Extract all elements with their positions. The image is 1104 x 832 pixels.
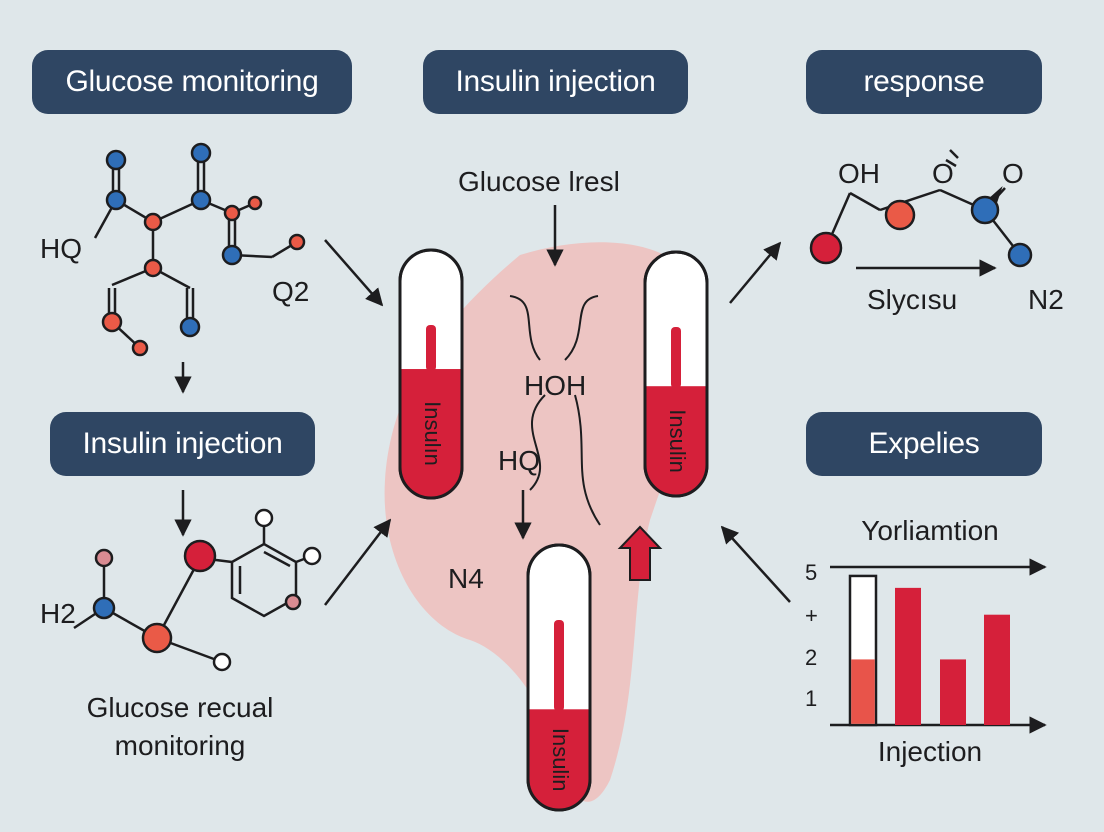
label-o-mid: O [932, 158, 954, 189]
vial-1: Insulın [398, 248, 464, 500]
chart-title: Yorliamtion [861, 515, 999, 546]
label-slycisu: Slycısu [867, 284, 958, 315]
center-connectors [509, 295, 601, 526]
vial-outline [643, 250, 709, 498]
molecule-bottom-left-atoms [92, 508, 322, 672]
red-up-arrow [617, 525, 663, 581]
vial-label: Insulin [665, 409, 690, 473]
vial-fill [528, 709, 590, 810]
chart-xlabel: Injection [877, 736, 983, 767]
chart-bar [895, 587, 921, 725]
label-glucose-level: Glucose lresl [458, 166, 620, 197]
label-n2: N2 [1028, 284, 1064, 315]
label-hoh: HOH [524, 370, 587, 401]
molecule-top-right-atoms [809, 195, 1033, 268]
chart-bar [984, 614, 1010, 725]
vial-outline [526, 543, 592, 812]
label-oh: OH [838, 158, 880, 189]
label-o-right: O [1002, 158, 1024, 189]
header-response: response [806, 50, 1042, 114]
label-hq-left: HQ [40, 233, 82, 264]
vial-needle [671, 327, 681, 389]
label-glucose-recual: Glucose recual [86, 692, 274, 723]
arrow-top-right-up [729, 241, 782, 304]
chart-bars [848, 574, 1010, 727]
arrows [174, 205, 997, 606]
label-q2: Q2 [272, 276, 310, 307]
background-blob [384, 242, 702, 802]
vial-2: Insulin [643, 250, 709, 498]
chart-ytick-5: 5 [805, 560, 818, 585]
vial-3: Insulin [526, 543, 592, 812]
arrow-chart-to-center [720, 525, 791, 603]
header-insulin-injection-left: Insulin injection [50, 412, 315, 476]
molecule-bottom-left [73, 518, 313, 664]
vial-outline [398, 248, 464, 500]
arrow-to-center-vial [324, 239, 384, 307]
chart-bar [940, 659, 966, 725]
chart-bar-lower [851, 659, 875, 724]
label-n4: N4 [448, 563, 484, 594]
label-h2: H2 [40, 598, 76, 629]
vial-label: Insulin [548, 728, 573, 792]
vial-fill [400, 369, 462, 498]
label-hq-center: HQ [498, 445, 540, 476]
bar-chart [830, 558, 1047, 734]
vial-needle [426, 325, 436, 372]
vial-fill [645, 386, 707, 496]
chart-ytick-2: 2 [805, 645, 818, 670]
label-monitoring: monitoring [114, 730, 246, 761]
arrow-bottom-left-up [324, 518, 392, 606]
chart-ytick-1: 1 [805, 686, 818, 711]
vial-needle [554, 620, 564, 712]
header-insulin-injection-top: Insulin injection [423, 50, 688, 114]
header-glucose-monitoring: Glucose monitoring [32, 50, 352, 114]
molecule-top-left-atoms [101, 142, 306, 357]
chart-ytick-plus: + [805, 603, 818, 628]
vial-label: Insulın [420, 401, 445, 466]
header-expelies: Expelies [806, 412, 1042, 476]
